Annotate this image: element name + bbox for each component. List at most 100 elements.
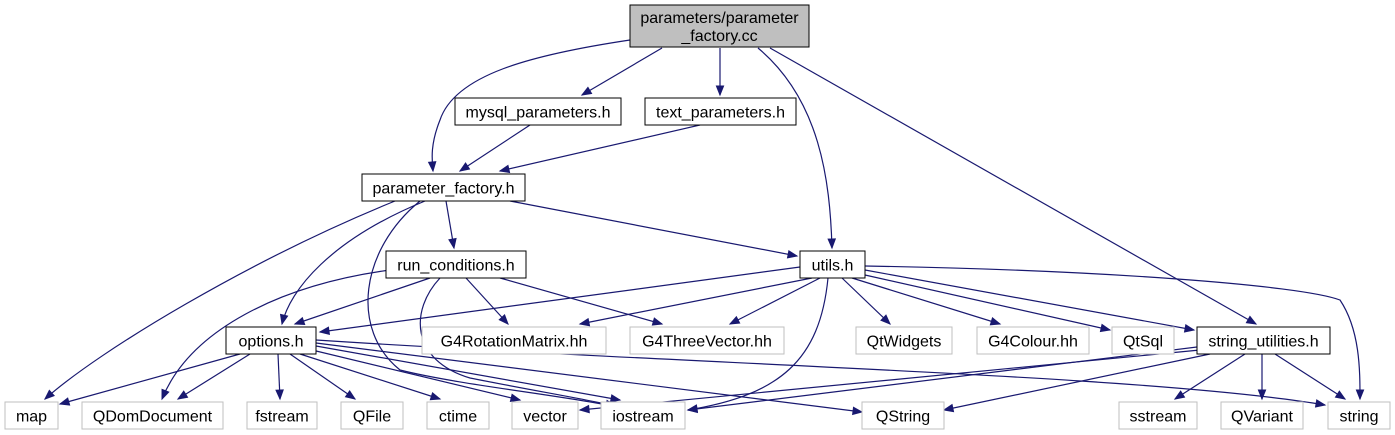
node-label: parameter_factory.h bbox=[373, 181, 515, 198]
edge-string_utilities-to-string bbox=[1274, 353, 1347, 400]
arrowhead-icon bbox=[1245, 315, 1258, 325]
arrowhead-icon bbox=[429, 391, 442, 401]
node-qtwidgets: QtWidgets bbox=[855, 326, 953, 355]
node-box bbox=[600, 401, 686, 430]
edge-line bbox=[943, 353, 1211, 411]
node-box bbox=[361, 173, 526, 202]
edge-root-to-string_utilities bbox=[769, 47, 1258, 325]
edge-string_utilities-to-iostream bbox=[686, 345, 1206, 414]
arrowhead-icon bbox=[609, 394, 622, 403]
node-label: QtWidgets bbox=[867, 334, 942, 351]
arrowhead-icon bbox=[498, 314, 509, 325]
arrowhead-icon bbox=[715, 85, 725, 97]
node-label: G4ThreeVector.hh bbox=[642, 334, 772, 351]
node-run_conditions[interactable]: run_conditions.h bbox=[385, 250, 527, 279]
arrowhead-icon bbox=[1173, 390, 1186, 400]
graph-nodes: parameters/parameter_factory.cc mysql_par… bbox=[4, 4, 1391, 430]
node-box bbox=[81, 401, 224, 430]
edge-line bbox=[581, 47, 663, 96]
edge-line bbox=[419, 277, 616, 407]
edge-options-to-iostream bbox=[315, 345, 622, 403]
node-box bbox=[1118, 401, 1198, 430]
node-label: QFile bbox=[353, 409, 391, 426]
node-box bbox=[799, 250, 866, 279]
arrowhead-icon bbox=[578, 317, 591, 327]
edge-options-to-map bbox=[58, 353, 241, 406]
node-string_utilities[interactable]: string_utilities.h bbox=[1196, 326, 1331, 355]
arrowhead-icon bbox=[1334, 390, 1347, 400]
node-label: vector bbox=[523, 409, 567, 426]
node-box bbox=[629, 4, 810, 48]
edge-line bbox=[459, 124, 531, 172]
arrowhead-icon bbox=[728, 315, 741, 325]
arrowhead-icon bbox=[458, 162, 471, 172]
arrowhead-icon bbox=[880, 314, 891, 325]
arrowhead-icon bbox=[942, 403, 955, 413]
edge-line bbox=[289, 353, 356, 400]
node-label: _factory.cc bbox=[680, 28, 757, 45]
node-box bbox=[225, 326, 317, 355]
node-map: map bbox=[4, 401, 59, 430]
edge-line bbox=[294, 277, 431, 325]
node-label: ctime bbox=[439, 409, 477, 426]
node-label: mysql_parameters.h bbox=[466, 105, 611, 122]
node-label: map bbox=[16, 409, 47, 426]
edge-line bbox=[1174, 353, 1246, 400]
edge-utils-to-string bbox=[864, 265, 1365, 401]
node-label: parameters/parameter bbox=[640, 10, 799, 27]
arrowhead-icon bbox=[58, 397, 71, 406]
edge-options-to-vector bbox=[311, 349, 522, 402]
node-label: QString bbox=[876, 409, 930, 426]
edge-parameter_factory-to-utils bbox=[509, 200, 799, 259]
arrowhead-icon bbox=[498, 164, 511, 174]
arrowhead-icon bbox=[827, 238, 837, 250]
node-utils[interactable]: utils.h bbox=[799, 250, 866, 279]
edge-options-to-fstream bbox=[275, 353, 284, 401]
arrowhead-icon bbox=[1099, 323, 1112, 333]
arrowhead-icon bbox=[1257, 389, 1267, 401]
edge-line bbox=[315, 342, 863, 413]
graph-edges bbox=[43, 39, 1365, 416]
node-box bbox=[1220, 401, 1304, 430]
node-label: QtSql bbox=[1123, 334, 1163, 351]
node-box bbox=[421, 326, 607, 355]
edge-line bbox=[1274, 353, 1346, 400]
node-text_parameters[interactable]: text_parameters.h bbox=[644, 97, 797, 126]
node-mysql_parameters[interactable]: mysql_parameters.h bbox=[454, 97, 622, 126]
node-options[interactable]: options.h bbox=[225, 326, 317, 355]
arrowhead-icon bbox=[578, 404, 590, 414]
node-qtsql: QtSql bbox=[1111, 326, 1175, 355]
arrowhead-icon bbox=[989, 317, 1002, 326]
edge-line bbox=[687, 345, 1206, 411]
edge-line bbox=[499, 277, 663, 325]
edge-options-to-ctime bbox=[299, 353, 442, 401]
edge-mysql_parameters-to-parameter_factory bbox=[458, 124, 531, 172]
edge-line bbox=[311, 349, 521, 401]
arrowhead-icon bbox=[651, 317, 664, 326]
edge-line bbox=[579, 277, 813, 325]
node-qstring: QString bbox=[861, 401, 945, 430]
node-box bbox=[454, 97, 622, 126]
edge-run_conditions-to-qdomdocument bbox=[161, 269, 391, 401]
edge-utils-to-g4rotationmatrix bbox=[578, 277, 813, 327]
node-root[interactable]: parameters/parameter_factory.cc bbox=[629, 4, 810, 48]
node-box bbox=[426, 401, 490, 430]
edge-parameter_factory-to-map bbox=[43, 200, 396, 400]
edge-line bbox=[281, 200, 426, 325]
node-label: fstream bbox=[255, 409, 308, 426]
edge-line bbox=[687, 277, 829, 411]
node-qfile: QFile bbox=[340, 401, 404, 430]
edge-root-to-mysql_parameters bbox=[580, 47, 663, 96]
edge-line bbox=[161, 269, 391, 400]
node-label: QDomDocument bbox=[93, 409, 213, 426]
node-label: sstream bbox=[1130, 409, 1187, 426]
arrowhead-icon bbox=[293, 316, 306, 326]
edge-utils-to-qtsql bbox=[864, 274, 1112, 333]
node-parameter_factory[interactable]: parameter_factory.h bbox=[361, 173, 526, 202]
arrowhead-icon bbox=[448, 237, 457, 250]
node-label: QVariant bbox=[1231, 409, 1294, 426]
node-qdomdocument: QDomDocument bbox=[81, 401, 224, 430]
arrowhead-icon bbox=[43, 389, 55, 400]
node-vector: vector bbox=[511, 401, 579, 430]
